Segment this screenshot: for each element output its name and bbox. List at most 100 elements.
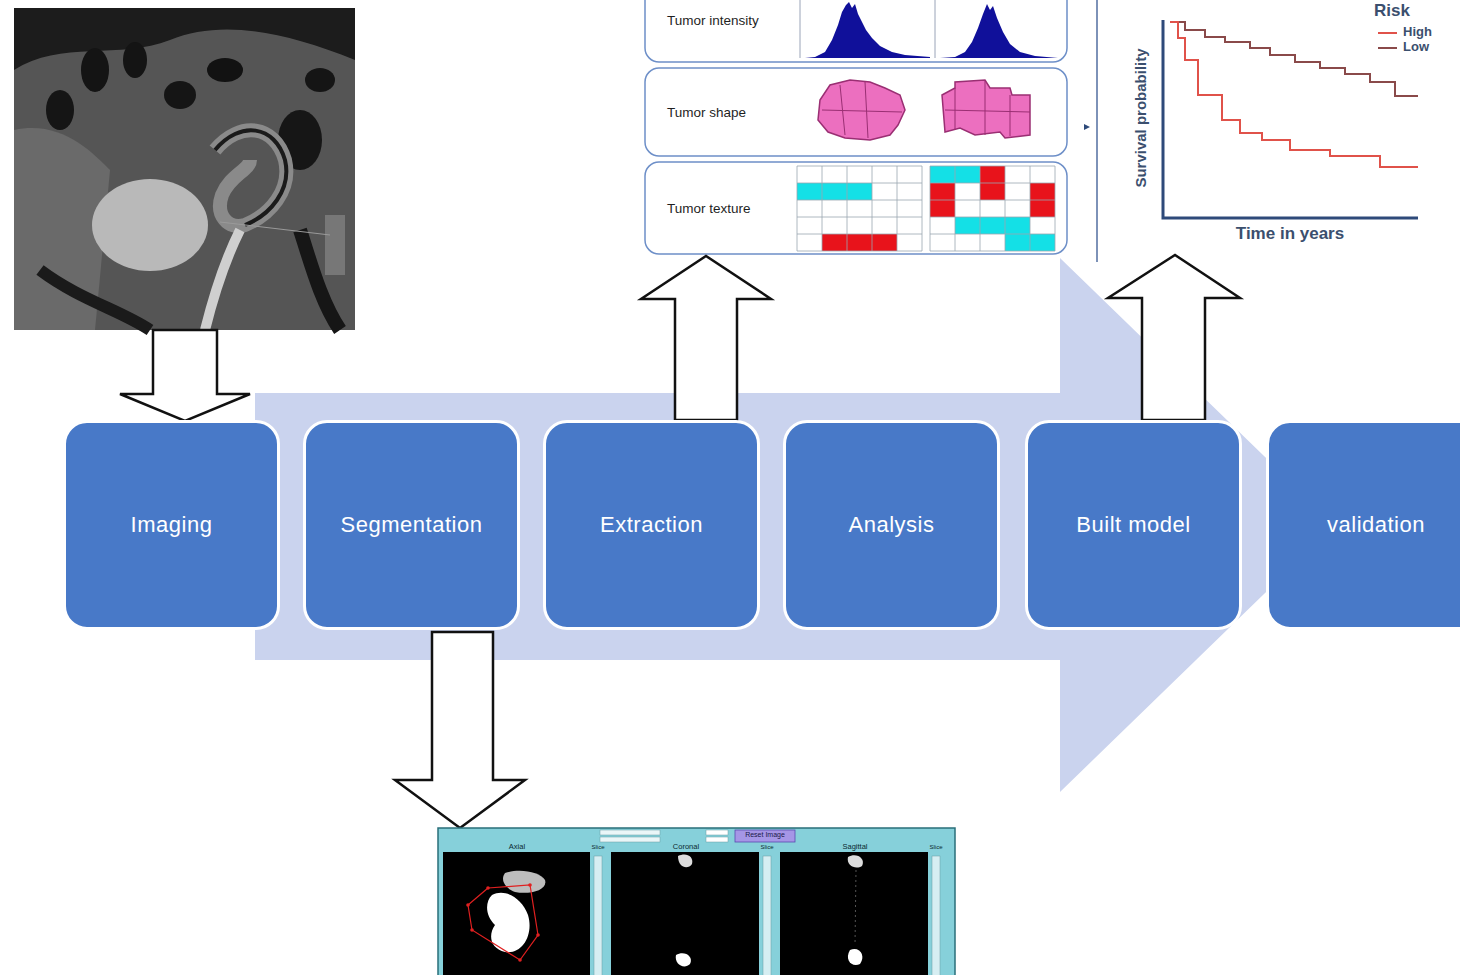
mri-image xyxy=(205,230,240,330)
hollow-arrow xyxy=(1108,255,1240,420)
segmentation-screenshot xyxy=(438,828,955,975)
step-label: Imaging xyxy=(131,512,213,538)
segmentation-screenshot xyxy=(706,830,728,835)
mri-image xyxy=(305,68,335,92)
slider-label: Slice xyxy=(591,844,604,851)
feature-box: Tumor shape xyxy=(645,68,1067,156)
button-label: Reset Image xyxy=(745,831,785,839)
segmentation-screenshot xyxy=(600,830,660,835)
legend-entry: Low xyxy=(1403,40,1429,54)
step-label: Built model xyxy=(1076,512,1190,538)
mri-image xyxy=(14,8,355,330)
feature-label: Tumor intensity xyxy=(667,13,759,28)
segmentation-screenshot xyxy=(932,856,940,975)
tumor-shape-render xyxy=(818,80,1030,140)
process-step: Imaging xyxy=(63,420,280,630)
segmentation-screenshot xyxy=(676,953,691,966)
segmentation-screenshot xyxy=(706,837,728,842)
axis-title: Time in years xyxy=(1236,225,1344,244)
tumor-shape-render xyxy=(818,80,905,140)
texture-matrix xyxy=(822,234,897,251)
process-step: validation xyxy=(1266,420,1460,630)
survival-plot xyxy=(1170,22,1418,96)
process-step: Built model xyxy=(1025,420,1242,630)
feature-label: Tumor shape xyxy=(667,105,746,120)
intensity-histogram xyxy=(940,4,1058,58)
segmentation-screenshot xyxy=(438,828,955,975)
step-label: Analysis xyxy=(849,512,935,538)
survival-plot xyxy=(1084,0,1418,262)
step-label: validation xyxy=(1327,512,1425,538)
survival-plot xyxy=(1084,124,1090,130)
mri-image xyxy=(220,222,330,235)
segmentation-screenshot xyxy=(600,837,660,842)
view-label: Sagittal xyxy=(842,843,867,851)
intensity-histogram xyxy=(800,0,1058,58)
segmentation-screenshot xyxy=(611,852,759,975)
view-label: Coronal xyxy=(673,843,699,851)
step-label: Extraction xyxy=(600,512,703,538)
mri-image xyxy=(40,270,150,330)
texture-matrix xyxy=(797,183,872,200)
segmentation-screenshot xyxy=(443,852,590,975)
segmentation-screenshot xyxy=(466,903,470,907)
mri-image xyxy=(215,130,286,226)
segmentation-screenshot xyxy=(536,933,540,937)
segmentation-screenshot xyxy=(855,870,856,945)
segmentation-screenshot xyxy=(528,883,532,887)
texture-matrix xyxy=(797,166,1055,251)
texture-matrix xyxy=(797,166,922,251)
segmentation-screenshot xyxy=(468,885,538,960)
feature-box: Tumor texture xyxy=(645,162,1067,254)
axis-title: Survival probability xyxy=(1133,48,1150,187)
segmentation-screenshot xyxy=(518,958,522,962)
mri-image xyxy=(325,215,345,275)
intensity-histogram xyxy=(935,0,936,58)
step-label: Segmentation xyxy=(341,512,483,538)
legend-line xyxy=(1378,32,1397,34)
intensity-histogram xyxy=(800,0,801,58)
segmentation-screenshot xyxy=(763,856,771,975)
segmentation-screenshot xyxy=(780,852,928,975)
view-label: Axial xyxy=(509,843,525,851)
segmentation-screenshot xyxy=(486,886,490,890)
mri-image xyxy=(14,8,355,330)
mri-image xyxy=(207,58,243,82)
segmentation-screenshot xyxy=(678,854,692,867)
segmentation-screenshot xyxy=(466,883,540,962)
tumor-shape-render xyxy=(945,80,1030,136)
survival-plot xyxy=(1163,20,1418,218)
process-step: Segmentation xyxy=(303,420,520,630)
hollow-arrow-connector xyxy=(641,256,771,420)
segmentation-screenshot xyxy=(470,928,474,932)
hollow-arrow xyxy=(395,632,525,828)
segmentation-screenshot xyxy=(594,856,602,975)
mri-image xyxy=(14,30,355,330)
tumor-shape-render xyxy=(822,82,902,138)
legend-title: Risk xyxy=(1374,2,1410,21)
tumor-shape-render xyxy=(942,80,1030,138)
slider-label: Slice xyxy=(929,844,942,851)
mri-image xyxy=(164,81,196,109)
survival-plot xyxy=(1170,22,1418,167)
mri-image xyxy=(215,130,286,225)
process-step: Extraction xyxy=(543,420,760,630)
texture-matrix xyxy=(955,217,1030,234)
legend-entry: High xyxy=(1403,25,1432,39)
process-step: Analysis xyxy=(783,420,1000,630)
legend-line xyxy=(1378,47,1397,49)
feature-panel-frame xyxy=(645,0,1067,62)
mri-image xyxy=(123,42,147,78)
intensity-histogram xyxy=(805,2,930,58)
segmentation-screenshot xyxy=(503,871,545,893)
segmentation-screenshot xyxy=(848,855,863,867)
mri-image xyxy=(46,90,74,130)
segmentation-screenshot xyxy=(848,949,862,965)
feature-label: Tumor texture xyxy=(667,201,751,216)
slider-label: Slice xyxy=(760,844,773,851)
feature-panel-frame xyxy=(645,0,1067,254)
feature-panel-frame xyxy=(645,68,1067,156)
mri-image xyxy=(81,48,109,92)
feature-box: Tumor intensity xyxy=(645,0,1067,62)
